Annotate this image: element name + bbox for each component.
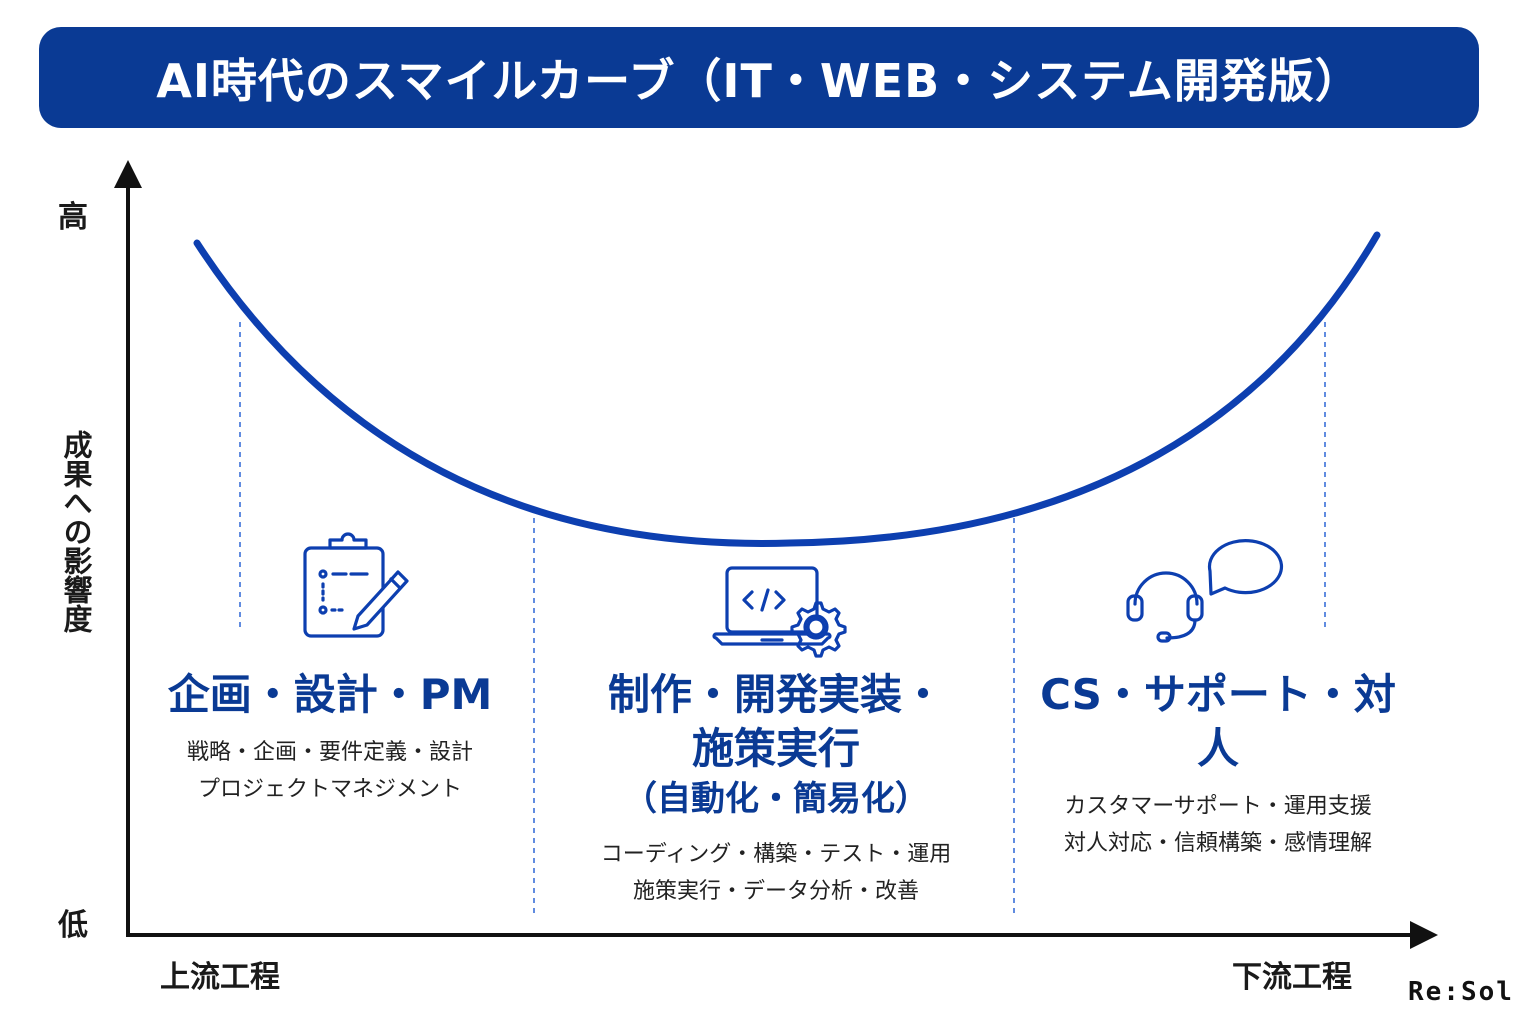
laptop-code-gear-icon: [712, 566, 847, 658]
section-development-title-line: 制作・開発実装・: [607, 670, 944, 719]
clipboard-pencil-icon: [303, 532, 409, 638]
x-axis-left-label: 上流工程: [160, 960, 280, 995]
section-development-subtitle: （自動化・簡易化）: [623, 779, 929, 819]
brand-logo-text: Re:Sol: [1408, 977, 1514, 1007]
y-axis-low-label: 低: [58, 908, 88, 943]
y-axis-arrow: [114, 160, 142, 188]
section-support-desc: カスタマーサポート・運用支援 対人対応・信頼構築・感情理解: [1030, 788, 1406, 862]
section-planning-desc: 戦略・企画・要件定義・設計 プロジェクトマネジメント: [150, 734, 510, 808]
section-support-desc-line: カスタマーサポート・運用支援: [1064, 794, 1372, 819]
section-planning-desc-line: プロジェクトマネジメント: [197, 777, 462, 802]
section-development-desc: コーディング・構築・テスト・運用 施策実行・データ分析・改善: [556, 836, 996, 910]
smile-curve: [193, 231, 1381, 547]
y-axis-title: 成果への影響度: [59, 430, 93, 633]
section-development-desc-line: コーディング・構築・テスト・運用: [600, 842, 952, 867]
section-development-title-line: 施策実行: [691, 724, 860, 773]
y-axis-high-label: 高: [58, 200, 88, 235]
section-planning: 企画・設計・PM 戦略・企画・要件定義・設計 プロジェクトマネジメント: [150, 668, 510, 808]
x-axis-arrow: [1410, 921, 1438, 949]
section-planning-title: 企画・設計・PM: [167, 670, 493, 719]
section-support: CS・サポート・対人 カスタマーサポート・運用支援 対人対応・信頼構築・感情理解: [1030, 668, 1406, 862]
section-planning-desc-line: 戦略・企画・要件定義・設計: [186, 740, 473, 765]
section-support-title: CS・サポート・対人: [1040, 670, 1396, 773]
page-title: AI時代のスマイルカーブ（IT・WEB・システム開発版）: [156, 53, 1362, 108]
title-banner: AI時代のスマイルカーブ（IT・WEB・システム開発版）: [39, 27, 1479, 128]
section-development: 制作・開発実装・ 施策実行 （自動化・簡易化） コーディング・構築・テスト・運用…: [556, 668, 996, 910]
x-axis-right-label: 下流工程: [1232, 960, 1352, 995]
section-support-desc-line: 対人対応・信頼構築・感情理解: [1063, 831, 1372, 856]
headset-chat-icon: [1126, 539, 1284, 643]
section-development-desc-line: 施策実行・データ分析・改善: [632, 879, 919, 904]
